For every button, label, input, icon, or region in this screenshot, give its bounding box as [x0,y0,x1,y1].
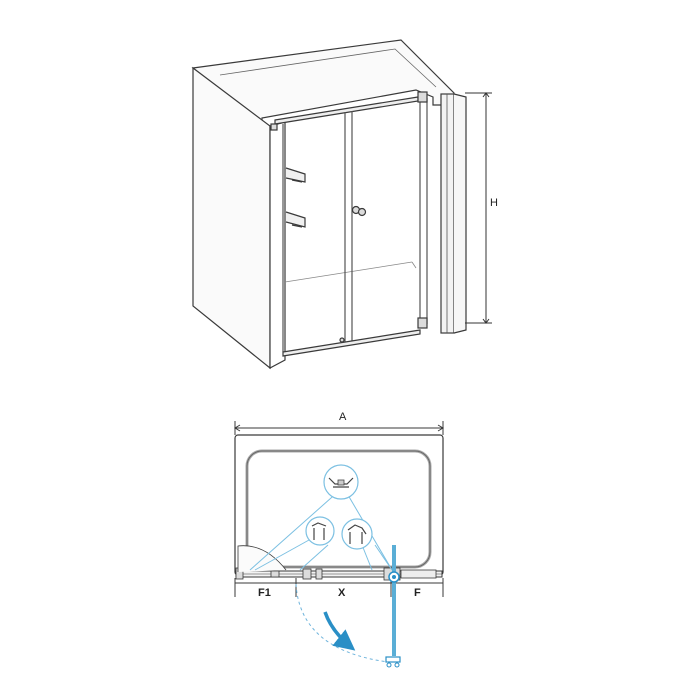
hinge-bottom [417,317,428,329]
shelf-lower [285,211,306,228]
shelf-upper [285,167,306,183]
fixed-panel-right [419,98,428,325]
door-clamp-icon [341,518,373,550]
hinge-detail-icon [323,464,359,500]
hinge-top [417,91,428,103]
open-door-indicator [385,545,401,668]
glass-clamp-icon [305,516,335,546]
height-label: H [490,197,498,209]
width-dimension [234,421,444,435]
plan-view [234,421,444,597]
fixed-right-label: F [414,587,421,599]
door-handle-icon [351,205,367,217]
opening-label: X [338,587,346,599]
height-dimension [465,92,492,324]
isometric-view [191,39,467,370]
swing-arrow [323,611,356,651]
door-panel [344,111,353,345]
bottom-threshold [282,329,421,357]
fixed-left-label: F1 [258,587,271,599]
width-label: A [339,411,347,423]
right-wall-profile [440,93,455,334]
door-swing-arc [295,583,389,663]
